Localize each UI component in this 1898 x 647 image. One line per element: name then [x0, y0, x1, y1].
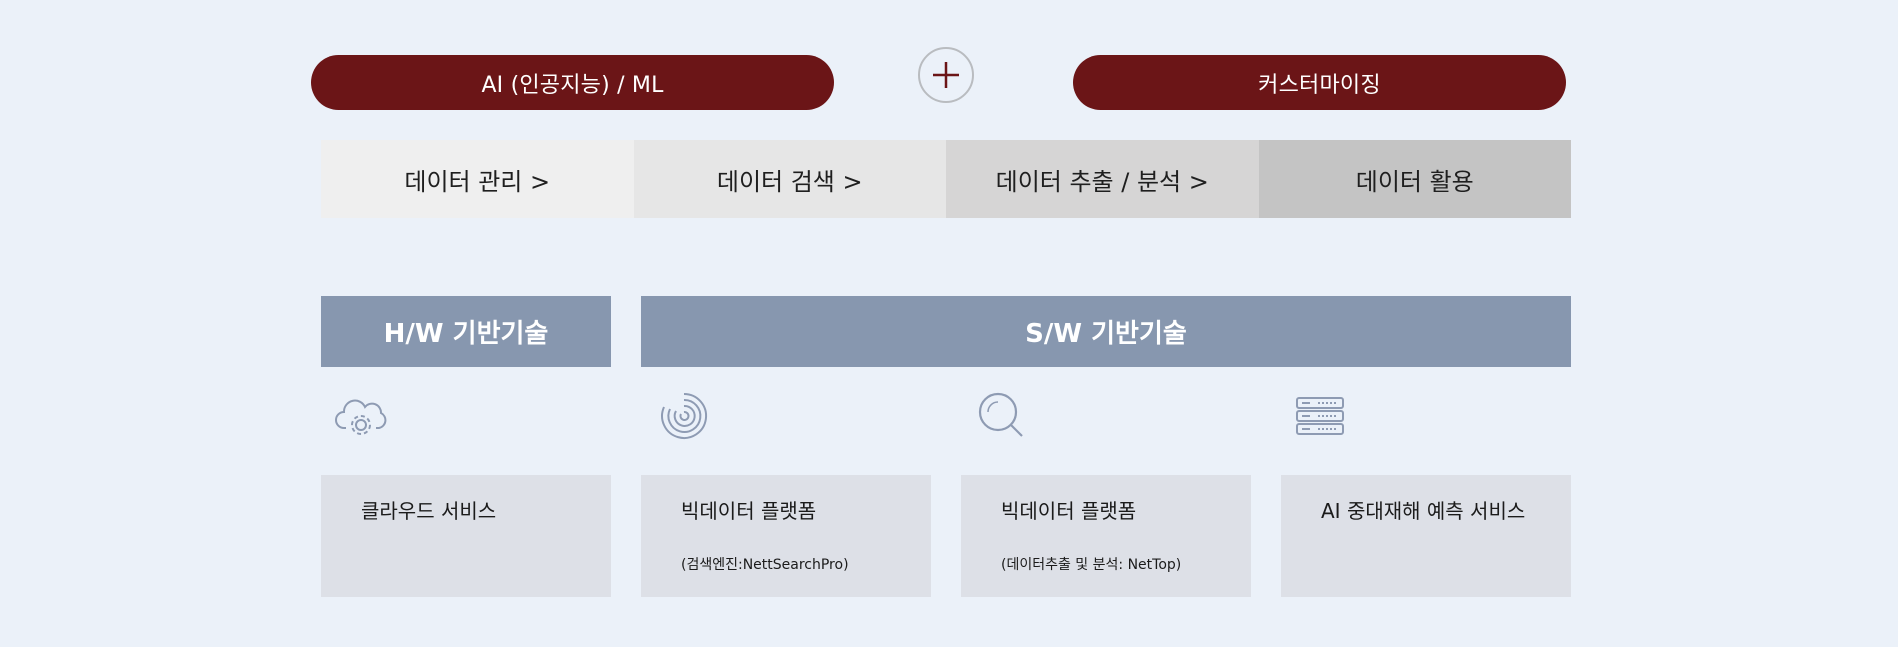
plus-circle-icon — [918, 47, 974, 103]
step-data-search: 데이터 검색 > — [633, 140, 946, 218]
card-title: 클라우드 서비스 — [361, 499, 497, 523]
cloud-gear-icon — [332, 388, 388, 444]
card-ai-accident-prediction: AI 중대재해 예측 서비스 — [1281, 475, 1571, 597]
card-bigdata-search: 빅데이터 플랫폼 (검색엔진:NettSearchPro) — [641, 475, 931, 597]
data-process-steps: 데이터 관리 > 데이터 검색 > 데이터 추출 / 분석 > 데이터 활용 — [321, 140, 1571, 218]
card-cloud-service: 클라우드 서비스 — [321, 475, 611, 597]
card-subtitle: (검색엔진:NettSearchPro) — [681, 557, 849, 573]
card-title: 빅데이터 플랫폼 — [1001, 499, 1137, 523]
radial-arc-icon — [656, 388, 712, 444]
card-bigdata-analysis: 빅데이터 플랫폼 (데이터추출 및 분석: NetTop) — [961, 475, 1251, 597]
sw-tech-band: S/W 기반기술 — [641, 296, 1571, 367]
card-title: 빅데이터 플랫폼 — [681, 499, 817, 523]
server-rack-icon — [1292, 388, 1348, 444]
ai-ml-pill: AI (인공지능) / ML — [311, 55, 834, 110]
customizing-pill: 커스터마이징 — [1073, 55, 1566, 110]
step-data-utilization: 데이터 활용 — [1258, 140, 1571, 218]
step-data-extraction-analysis: 데이터 추출 / 분석 > — [946, 140, 1259, 218]
step-data-management: 데이터 관리 > — [321, 140, 634, 218]
card-subtitle: (데이터추출 및 분석: NetTop) — [1001, 557, 1182, 573]
card-title: AI 중대재해 예측 서비스 — [1321, 499, 1526, 523]
hw-tech-band: H/W 기반기술 — [321, 296, 611, 367]
search-icon — [974, 388, 1030, 444]
